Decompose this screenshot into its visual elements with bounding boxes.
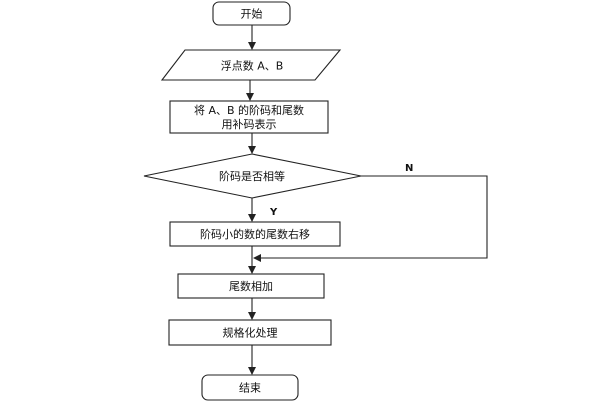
add-node: 尾数相加 [177,273,325,299]
decision-node: 阶码是否相等 [143,153,362,199]
add-label: 尾数相加 [229,280,273,293]
normalize-node: 规格化处理 [168,319,332,346]
decision-label: 阶码是否相等 [219,169,285,183]
convert-label-line1: 将 A、B 的阶码和尾数 [194,103,304,117]
edge-label-no: N [405,163,413,174]
edge-label-yes: Y [269,207,278,218]
convert-label-line2: 用补码表示 [222,117,277,131]
edge-decision-no [253,175,488,262]
normalize-label: 规格化处理 [223,326,278,340]
input-label: 浮点数 A、B [221,60,284,73]
start-label: 开始 [241,7,263,21]
shift-label: 阶码小的数的尾数右移 [200,227,310,241]
end-node: 结束 [201,374,299,401]
start-node: 开始 [212,1,291,26]
convert-node: 将 A、B 的阶码和尾数 用补码表示 [169,100,329,134]
shift-node: 阶码小的数的尾数右移 [169,221,341,247]
input-node: 浮点数 A、B [160,49,342,81]
end-label: 结束 [239,382,261,395]
